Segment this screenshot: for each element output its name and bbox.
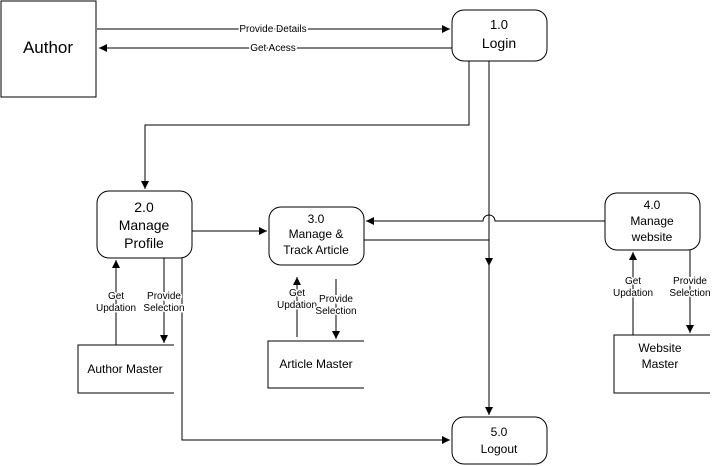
manage-website-title-line2: website — [631, 230, 673, 244]
website-get-updation-label-line2: Updation — [613, 288, 653, 299]
article-master-label: Article Master — [279, 357, 352, 371]
login-number: 1.0 — [490, 17, 508, 32]
article-provide-selection-label-line2: Selection — [315, 306, 356, 317]
flow-article-provide-selection: Provide Selection — [314, 279, 358, 339]
manage-profile-number: 2.0 — [134, 199, 154, 215]
manage-track-article-title-line2: Track Article — [283, 243, 349, 257]
article-provide-selection-label-line1: Provide — [319, 294, 353, 305]
process-login: 1.0 Login — [451, 9, 548, 62]
website-provide-selection-label-line2: Selection — [669, 288, 710, 299]
data-store-article-master: Article Master — [267, 340, 364, 389]
author-provide-selection-label-line1: Provide — [147, 291, 181, 302]
data-store-website-master: Website Master — [613, 334, 710, 394]
author-get-updation-label-line2: Updation — [96, 303, 136, 314]
flow-website-get-updation: Get Updation — [611, 252, 655, 335]
flow-author-provide-selection: Provide Selection — [142, 258, 186, 343]
website-provide-selection-label-line1: Provide — [673, 276, 707, 287]
process-manage-website: 4.0 Manage website — [604, 192, 701, 251]
data-store-author-master: Author Master — [77, 344, 174, 394]
flow-provide-details: Provide Details — [97, 23, 450, 37]
provide-details-label: Provide Details — [239, 24, 306, 35]
manage-profile-title-line2: Profile — [124, 235, 164, 251]
website-master-label-line1: Website — [638, 341, 681, 355]
manage-website-title-line1: Manage — [630, 214, 674, 228]
author-label: Author — [23, 38, 73, 57]
logout-title: Logout — [481, 442, 518, 456]
get-access-label: Get Acess — [250, 43, 296, 54]
author-provide-selection-label-line2: Selection — [143, 303, 184, 314]
manage-website-number: 4.0 — [644, 198, 661, 212]
external-entity-author: Author — [0, 0, 97, 98]
article-get-updation-label-line2: Updation — [277, 300, 317, 311]
flow-article-get-updation: Get Updation — [275, 277, 319, 337]
website-master-label-line2: Master — [642, 357, 679, 371]
process-logout: 5.0 Logout — [451, 416, 548, 465]
flow-author-get-updation: Get Updation — [94, 260, 138, 345]
process-manage-profile: 2.0 Manage Profile — [96, 190, 193, 259]
flow-website-provide-selection: Provide Selection — [668, 250, 712, 333]
flow-get-access: Get Acess — [99, 42, 452, 56]
flow-website-to-article — [366, 214, 605, 225]
manage-profile-title-line1: Manage — [119, 217, 170, 233]
author-master-label: Author Master — [87, 362, 162, 376]
flow-profile-to-logout — [181, 258, 450, 444]
flow-login-to-manage-profile — [141, 61, 470, 189]
article-get-updation-label-line1: Get — [289, 288, 305, 299]
login-title: Login — [482, 35, 516, 51]
website-get-updation-label-line1: Get — [625, 276, 641, 287]
manage-track-article-number: 3.0 — [308, 212, 325, 226]
author-get-updation-label-line1: Get — [108, 291, 124, 302]
manage-track-article-title-line1: Manage & — [289, 227, 344, 241]
process-manage-track-article: 3.0 Manage & Track Article — [268, 206, 365, 266]
logout-number: 5.0 — [491, 425, 508, 439]
